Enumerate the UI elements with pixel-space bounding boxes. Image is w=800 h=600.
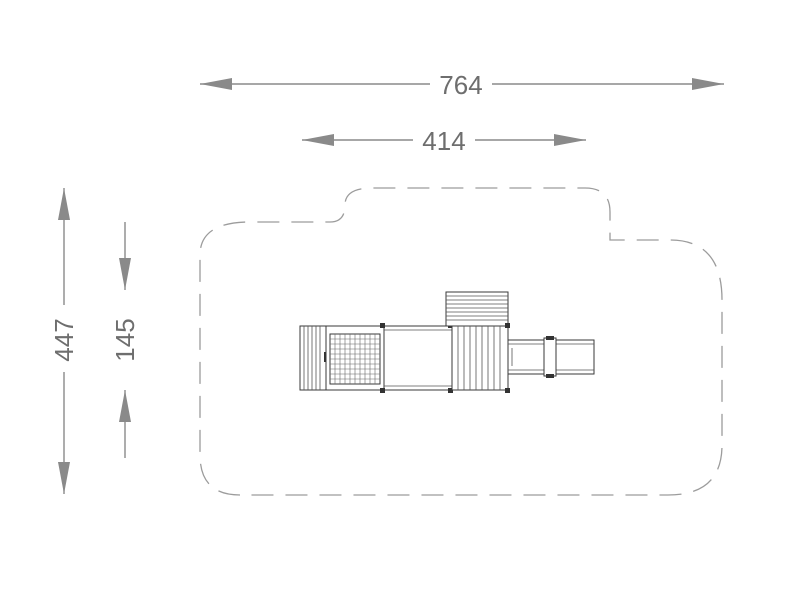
arrow-down-icon bbox=[119, 258, 131, 290]
arrow-down-icon bbox=[58, 462, 70, 494]
arrow-left-icon bbox=[200, 78, 232, 90]
overall-depth-label: 447 bbox=[49, 318, 79, 361]
right-deck bbox=[451, 323, 510, 393]
arrow-right-icon bbox=[554, 134, 586, 146]
roof-panel bbox=[445, 291, 509, 327]
platform-width-label: 414 bbox=[422, 126, 465, 156]
safety-zone-outline bbox=[199, 187, 723, 496]
slide bbox=[507, 336, 595, 378]
overall-width-label: 764 bbox=[439, 70, 482, 100]
equipment-depth-label: 145 bbox=[110, 318, 140, 361]
arrow-up-icon bbox=[58, 188, 70, 220]
arrow-right-icon bbox=[692, 78, 724, 90]
central-platform bbox=[380, 323, 453, 393]
end-unit-left bbox=[299, 325, 328, 391]
arrow-left-icon bbox=[302, 134, 334, 146]
dimension-platform-width: 414 bbox=[302, 126, 586, 156]
dimension-equipment-depth: 145 bbox=[110, 222, 140, 458]
play-equipment bbox=[299, 291, 595, 393]
climbing-net bbox=[325, 325, 385, 391]
arrow-up-icon bbox=[119, 390, 131, 422]
dimension-overall-depth: 447 bbox=[49, 188, 79, 494]
dimension-overall-width: 764 bbox=[200, 70, 724, 100]
